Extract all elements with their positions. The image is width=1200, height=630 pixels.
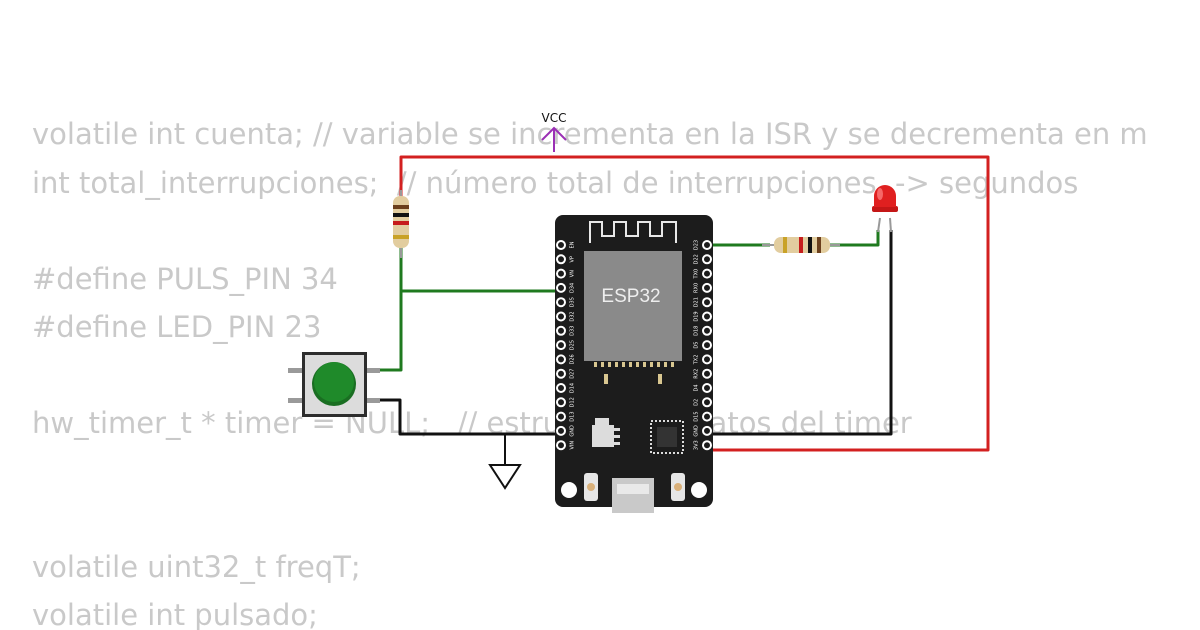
antenna-trace	[589, 221, 677, 243]
mounting-hole	[691, 482, 707, 498]
led-to-gnd-wire[interactable]	[708, 230, 893, 436]
esp32-board[interactable]: ESP32	[555, 215, 713, 513]
pin-left-d12[interactable]	[556, 397, 566, 408]
module-pads	[594, 362, 674, 384]
code-line-7: volatile int pulsado;	[32, 598, 318, 630]
button-to-pullup-wire[interactable]	[376, 291, 403, 372]
pin-right-rx0[interactable]	[702, 282, 712, 293]
pin-label-right-d15: D15	[694, 411, 700, 421]
pin-right-tx0[interactable]	[702, 268, 712, 279]
pin-right-d2[interactable]	[702, 397, 712, 408]
pin-right-d4[interactable]	[702, 383, 712, 393]
pin-left-en[interactable]	[556, 240, 566, 250]
pin-right-d5[interactable]	[702, 340, 712, 351]
pin-label-left-d27: D27	[570, 369, 576, 379]
esp32-module-shield	[584, 251, 682, 361]
button-to-gnd-wire[interactable]	[376, 398, 560, 436]
pin-label-left-gnd: GND	[570, 425, 576, 437]
pin-label-left-d34: D34	[570, 283, 576, 293]
pin-left-d26[interactable]	[556, 354, 566, 365]
pin-left-d27[interactable]	[556, 368, 566, 379]
pin-label-right-rx0: RX0	[694, 283, 700, 293]
vcc-wire[interactable]	[399, 155, 990, 452]
pin-label-right-d22: D22	[694, 254, 700, 264]
pin-label-left-d12: D12	[570, 397, 576, 407]
pin-right-d18[interactable]	[702, 325, 712, 336]
vcc-symbol[interactable]: VCC	[541, 111, 567, 152]
pin-label-right-rx2: RX2	[694, 369, 700, 379]
pin-label-left-vn: VN	[570, 270, 576, 277]
pin-right-3v3[interactable]	[702, 440, 712, 451]
pullup-resistor[interactable]	[393, 190, 409, 258]
pin-left-vn[interactable]	[556, 268, 566, 279]
reset-button[interactable]	[671, 473, 685, 501]
pin-label-right-d4: D4	[694, 384, 700, 391]
usb-serial-chip	[650, 420, 684, 454]
pin-left-vin[interactable]	[556, 440, 566, 451]
pin-right-d21[interactable]	[702, 297, 712, 308]
pin-label-left-d25: D25	[570, 340, 576, 350]
pin-left-d25[interactable]	[556, 340, 566, 351]
pullup-to-d34-wire[interactable]	[399, 245, 560, 293]
pin-right-d23[interactable]	[702, 240, 712, 250]
pin-label-right-d19: D19	[694, 311, 700, 321]
pin-label-left-vp: VP	[570, 256, 576, 262]
pin-label-right-d21: D21	[694, 297, 700, 307]
pin-label-left-d14: D14	[570, 383, 576, 393]
pin-left-gnd[interactable]	[556, 425, 566, 436]
pin-right-d19[interactable]	[702, 311, 712, 322]
code-line-4: #define LED_PIN 23	[32, 310, 322, 344]
pin-label-right-tx0: TX0	[694, 269, 700, 280]
mounting-hole	[561, 482, 577, 498]
ground-symbol	[488, 464, 522, 490]
led-resistor[interactable]	[762, 237, 840, 253]
pin-label-right-d18: D18	[694, 326, 700, 336]
pin-label-left-d26: D26	[570, 354, 576, 364]
code-line-2: int total_interrupciones; // número tota…	[32, 166, 1079, 200]
pin-label-right-d23: D23	[694, 240, 700, 250]
pin-label-right-3v3: 3V3	[694, 440, 700, 450]
pushbutton[interactable]	[288, 352, 380, 417]
pin-label-right-tx2: TX2	[694, 355, 700, 366]
pin-label-right-gnd: GND	[694, 425, 700, 437]
voltage-regulator	[592, 418, 620, 447]
pin-label-right-d2: D2	[694, 399, 700, 406]
pin-label-left-d13: D13	[570, 411, 576, 421]
vcc-label: VCC	[542, 111, 567, 125]
pin-left-d33[interactable]	[556, 325, 566, 336]
pin-left-vp[interactable]	[556, 254, 566, 265]
code-line-6: volatile uint32_t freqT;	[32, 550, 361, 584]
pin-label-left-en: EN	[570, 241, 576, 248]
code-line-1: volatile int cuenta; // variable se incr…	[32, 117, 1148, 151]
pin-left-d34[interactable]	[556, 282, 566, 293]
pin-right-gnd[interactable]	[702, 425, 712, 436]
resistor-to-led-wire[interactable]	[830, 230, 880, 247]
pin-right-d22[interactable]	[702, 254, 712, 265]
pin-left-d13[interactable]	[556, 411, 566, 422]
board-label: ESP32	[601, 286, 660, 307]
pin-left-d14[interactable]	[556, 383, 566, 393]
pin-right-d15[interactable]	[702, 411, 712, 422]
pin-label-left-d33: D33	[570, 326, 576, 336]
pin-label-left-vin: VIN	[570, 441, 576, 450]
pin-left-d35[interactable]	[556, 297, 566, 308]
pin-label-right-d5: D5	[694, 342, 700, 349]
boot-button[interactable]	[584, 473, 598, 501]
red-led[interactable]	[872, 185, 898, 233]
code-line-3: #define PULS_PIN 34	[32, 262, 338, 296]
usb-port[interactable]	[612, 478, 654, 513]
pin-label-left-d32: D32	[570, 311, 576, 321]
pin-left-d32[interactable]	[556, 311, 566, 322]
pin-right-tx2[interactable]	[702, 354, 712, 365]
pin-right-rx2[interactable]	[702, 368, 712, 379]
pin-label-left-d35: D35	[570, 297, 576, 307]
